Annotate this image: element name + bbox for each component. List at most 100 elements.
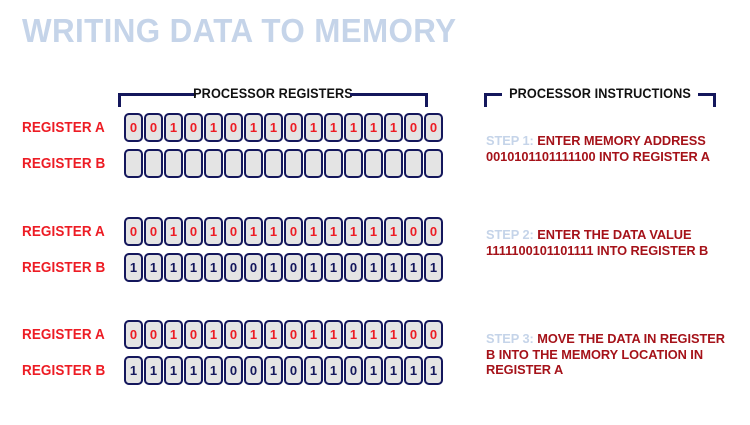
bit-cell: 1 <box>404 253 423 282</box>
bit-cell <box>384 149 403 178</box>
bit-cell: 0 <box>284 113 303 142</box>
step-text: ENTER MEMORY ADDRESS 0010101101111100 IN… <box>486 133 710 164</box>
bit-cell: 1 <box>304 356 323 385</box>
register-a-label: REGISTER A <box>22 327 105 343</box>
bit-cell: 1 <box>384 217 403 246</box>
bit-cell: 1 <box>344 113 363 142</box>
bit-cell: 1 <box>204 217 223 246</box>
bracket-rule-left <box>484 93 502 96</box>
bit-cell <box>144 149 163 178</box>
bit-cell <box>424 149 443 178</box>
bit-cell: 1 <box>264 356 283 385</box>
bit-cell: 0 <box>404 320 423 349</box>
bit-cell <box>264 149 283 178</box>
bit-cell: 1 <box>204 320 223 349</box>
bit-cell: 1 <box>364 356 383 385</box>
bit-cell <box>344 149 363 178</box>
bit-cell <box>124 149 143 178</box>
page-title: WRITING DATA TO MEMORY <box>22 12 457 49</box>
bit-cell: 1 <box>244 217 263 246</box>
bracket-rule-left <box>118 93 196 96</box>
bit-cell: 0 <box>124 320 143 349</box>
bit-cell: 0 <box>284 356 303 385</box>
bit-cell <box>224 149 243 178</box>
bracket-tick-left <box>484 93 487 107</box>
bit-cell <box>164 149 183 178</box>
bracket-rule-right <box>698 93 716 96</box>
bit-cell: 1 <box>304 253 323 282</box>
bit-cell: 1 <box>164 217 183 246</box>
bit-cell: 0 <box>124 113 143 142</box>
bit-cell: 0 <box>244 253 263 282</box>
bit-cell: 1 <box>264 320 283 349</box>
bracket-tick-left <box>118 93 121 107</box>
register-a-label: REGISTER A <box>22 120 105 136</box>
bit-cell <box>204 149 223 178</box>
register-b-label: REGISTER B <box>22 363 106 379</box>
register-b-label: REGISTER B <box>22 260 106 276</box>
bit-cell: 1 <box>164 356 183 385</box>
bit-cell: 0 <box>184 320 203 349</box>
bit-cell: 0 <box>284 217 303 246</box>
bit-cell: 0 <box>404 113 423 142</box>
bit-cell: 1 <box>164 320 183 349</box>
bit-cell: 0 <box>224 217 243 246</box>
bit-cell: 0 <box>424 320 443 349</box>
bit-cell: 0 <box>344 356 363 385</box>
bit-cell: 0 <box>224 253 243 282</box>
bit-cell: 1 <box>384 356 403 385</box>
bit-cell: 0 <box>424 217 443 246</box>
step-text: MOVE THE DATA IN REGISTER B INTO THE MEM… <box>486 331 725 377</box>
bit-cell: 1 <box>144 356 163 385</box>
bracket-tick-right <box>425 93 428 107</box>
bit-cell: 0 <box>224 320 243 349</box>
bit-cell: 1 <box>304 113 323 142</box>
step-label: STEP 3: <box>486 331 534 346</box>
bit-cell: 1 <box>384 253 403 282</box>
bit-cell: 1 <box>204 356 223 385</box>
bit-cell: 1 <box>324 217 343 246</box>
processor-instructions-header: PROCESSOR INSTRUCTIONS <box>484 84 716 110</box>
bit-cell: 1 <box>204 113 223 142</box>
bit-cell: 0 <box>284 253 303 282</box>
bit-cell <box>304 149 323 178</box>
instruction-step-3: STEP 3: MOVE THE DATA IN REGISTER B INTO… <box>486 331 730 378</box>
bit-cell: 1 <box>124 356 143 385</box>
bit-cell: 1 <box>344 217 363 246</box>
bit-cell: 0 <box>144 320 163 349</box>
bit-cell: 0 <box>344 253 363 282</box>
register-a-label: REGISTER A <box>22 224 105 240</box>
bit-cell: 1 <box>244 320 263 349</box>
bit-cell <box>324 149 343 178</box>
bit-cell: 1 <box>424 253 443 282</box>
bit-cell: 1 <box>384 113 403 142</box>
bit-cell: 1 <box>344 320 363 349</box>
bit-cell: 1 <box>164 113 183 142</box>
step-text: ENTER THE DATA VALUE 1111100101101111 IN… <box>486 227 709 258</box>
step-label: STEP 2: <box>486 227 534 242</box>
bit-cell <box>284 149 303 178</box>
bit-cell: 1 <box>364 113 383 142</box>
bit-cell: 0 <box>184 217 203 246</box>
bit-cell: 0 <box>124 217 143 246</box>
bit-cell: 0 <box>144 113 163 142</box>
bit-cell: 1 <box>364 217 383 246</box>
bit-cell: 1 <box>204 253 223 282</box>
bit-cell: 1 <box>384 320 403 349</box>
register-b-label: REGISTER B <box>22 156 106 172</box>
bit-cell: 1 <box>424 356 443 385</box>
bit-cell: 0 <box>424 113 443 142</box>
bit-cell: 1 <box>184 356 203 385</box>
bit-cell: 1 <box>324 113 343 142</box>
